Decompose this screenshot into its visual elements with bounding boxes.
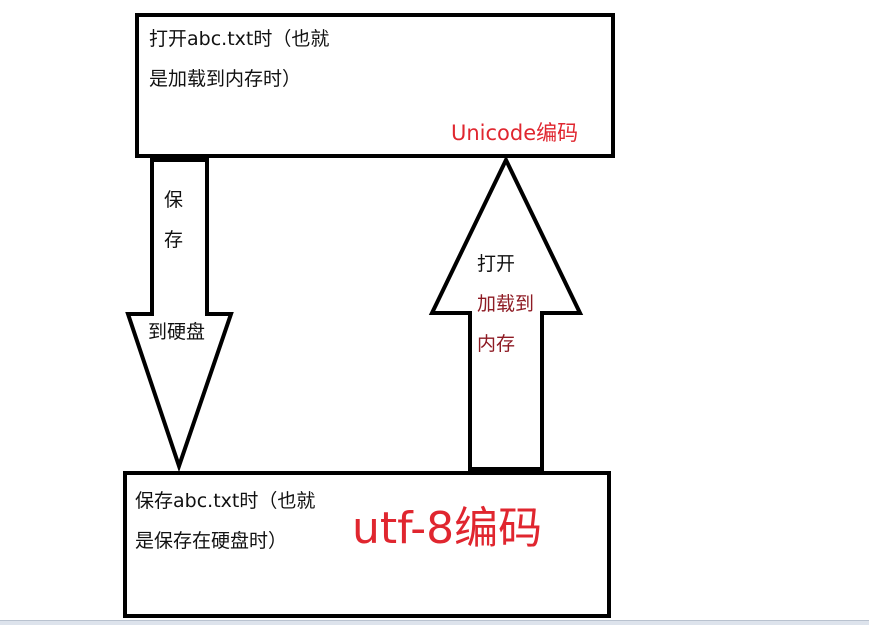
save-state-text-line-2: 是保存在硬盘时） [135, 530, 288, 552]
open-arrow-label-memory: 内存 [477, 333, 516, 355]
save-state-box: 保存abc.txt时（也就 是保存在硬盘时） utf-8编码 [123, 471, 611, 618]
save-arrow-label-char-1: 保 [164, 189, 184, 211]
save-state-text-line-1: 保存abc.txt时（也就 [135, 490, 316, 512]
open-state-text-line-1: 打开abc.txt时（也就 [149, 28, 330, 50]
unicode-encoding-label: Unicode编码 [451, 121, 579, 145]
open-state-text-line-2: 是加载到内存时） [149, 68, 302, 90]
window-bottom-edge [0, 620, 869, 625]
save-arrow-label-char-2: 存 [164, 229, 184, 251]
open-state-box: 打开abc.txt时（也就 是加载到内存时） Unicode编码 [135, 13, 615, 158]
save-to-disk-arrow [125, 158, 234, 473]
open-arrow-label: 打开 [477, 253, 516, 275]
open-to-memory-arrow [428, 155, 584, 471]
save-arrow-label-to-disk: 到硬盘 [148, 321, 206, 343]
open-arrow-label-load: 加载到 [477, 293, 535, 315]
utf8-encoding-label: utf-8编码 [352, 503, 543, 554]
